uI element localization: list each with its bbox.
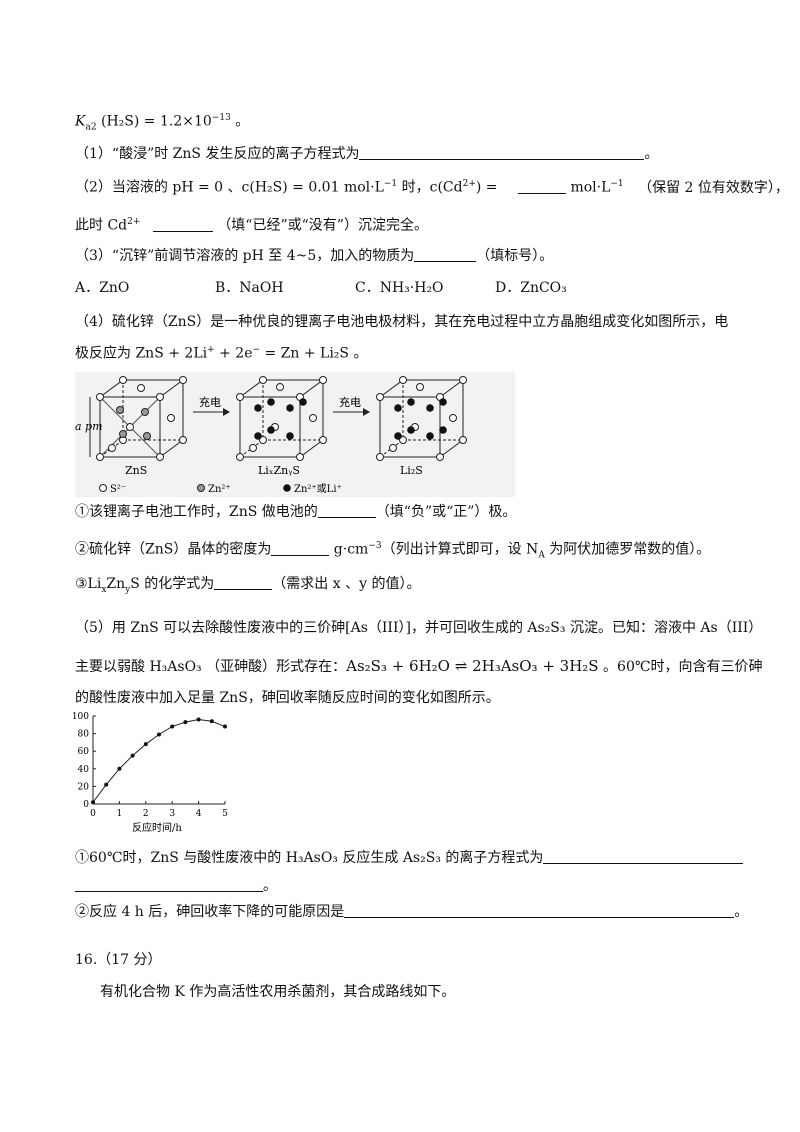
caption-lixznys: LiₓZnᵧS [258,464,300,477]
data-point [183,720,188,725]
crystal-figure: a pm 充电 充电 ZnS LiₓZnᵧS Li₂S [75,372,515,497]
option-a: A．ZnO [75,280,130,296]
question-5-line2: 主要以弱酸 H₃AsO₃ （亚砷酸）形式存在：As₂S₃ + 6H₂O ⇌ 2H… [75,657,763,675]
data-point [143,742,148,747]
y-tick-label: 40 [78,765,90,775]
legend-mix-label: Zn²⁺或Li⁺ [294,483,342,495]
question-2: （2）当溶液的 pH = 0 、c(H₂S) = 0.01 mol·L−1 时，… [75,179,789,196]
option-b: B．NaOH [215,280,284,296]
x-tick-label: 5 [222,809,228,819]
answer-blank[interactable] [152,217,213,232]
arrow-label-2: 充电 [339,395,361,409]
answer-blank[interactable] [543,849,744,864]
question-5-sub1: ①60℃时，ZnS 与酸性废液中的 H₃AsO₃ 反应生成 As₂S₃ 的离子方… [75,848,744,868]
arsenic-recovery-chart: 0 20 40 60 80 100 0 1 2 3 4 5 反应时间/h [72,712,228,834]
data-point [157,732,161,737]
question-16-intro: 有机化合物 K 作为高活性农用杀菌剂，其合成路线如下。 [100,984,456,1000]
question-5: （5）用 ZnS 可以去除酸性废液中的三价砷[As（III）]，并可回收生成的 … [75,620,763,636]
answer-blank[interactable] [414,247,477,262]
data-point [91,800,95,805]
legend-s-marker [99,484,107,492]
y-tick-label: 60 [78,747,90,757]
ka2-expression: Ka2 (H₂S) = 1.2×10−13 。 [75,113,250,133]
x-axis-label: 反应时间/h [132,821,182,834]
question-16-header: 16.（17 分） [75,952,162,968]
x-tick-label: 3 [169,809,175,819]
legend-mix-marker [283,484,291,492]
equilibrium-equation: As₂S₃ + 6H₂O ⇌ 2H₃AsO₃ + 3H₂S [346,657,599,675]
option-c: C．NH₃·H₂O [355,280,444,296]
question-4-line2: 极反应为 ZnS + 2Li+ + 2e− = Zn + Li₂S 。 [75,345,368,362]
question-3: （3）“沉锌”前调节溶液的 pH 至 4~5，加入的物质为（填标号）。 [75,247,554,264]
x-tick-label: 1 [117,809,123,819]
question-1: （1）“酸浸”时 ZnS 发生反应的离子方程式为。 [75,145,659,162]
lixznys-unit-cell [239,379,324,458]
answer-blank[interactable] [214,575,273,590]
data-point [130,753,135,758]
question-4-sub3: ③LixZnyS 的化学式为（需求出 x 、y 的值）。 [75,575,421,595]
question-4: （4）硫化锌（ZnS）是一种优良的锂离子电池电极材料，其在充电过程中立方晶胞组成… [75,314,729,330]
answer-blank[interactable] [75,877,263,892]
question-2-line2: 此时 Cd2+ （填“已经”或“没有”）沉淀完全。 [75,217,428,234]
answer-blank[interactable] [517,179,566,194]
li2s-unit-cell [379,379,464,458]
answer-blank[interactable] [317,503,376,518]
question-5-sub2: ②反应 4 h 后，砷回收率下降的可能原因是。 [75,903,749,920]
y-tick-label: 0 [83,800,89,810]
data-point [223,724,227,729]
recovery-curve [92,719,226,803]
legend-zn-marker [197,484,205,492]
data-point [117,766,122,771]
data-point [196,717,201,722]
x-tick-label: 4 [196,809,202,819]
data-point [104,782,109,787]
question-5-sub1-cont: 。 [75,876,277,896]
data-point [209,719,214,724]
data-point [170,724,175,729]
answer-blank[interactable] [271,541,330,556]
y-tick-label: 20 [78,782,90,792]
x-tick-label: 2 [143,809,149,819]
answer-blank[interactable] [344,903,735,918]
option-d: D．ZnCO₃ [495,280,567,296]
answer-blank[interactable] [359,145,645,160]
arrow-label-1: 充电 [199,395,221,409]
question-5-line3: 的酸性废液中加入足量 ZnS，砷回收率随反应时间的变化如图所示。 [75,690,500,706]
caption-zns: ZnS [125,464,147,477]
legend-zn-label: Zn²⁺ [208,484,231,495]
x-tick-label: 0 [90,809,96,819]
question-4-sub1: ①该锂离子电池工作时，ZnS 做电池的（填“负”或“正”）极。 [75,503,517,520]
legend-s-label: S²⁻ [110,484,126,495]
caption-li2s: Li₂S [400,464,423,477]
question-4-sub2: ②硫化锌（ZnS）晶体的密度为 g·cm−3（列出计算式即可，设 NA 为阿伏加… [75,541,711,561]
y-tick-label: 100 [72,712,89,722]
y-tick-label: 80 [78,730,90,740]
a-pm-label: a pm [75,420,103,433]
